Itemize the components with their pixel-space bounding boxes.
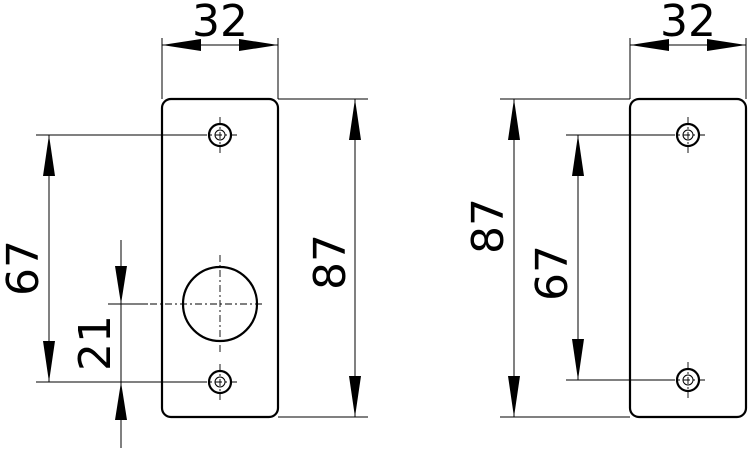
right-hole-spacing-dimension: 67 [527,134,674,381]
left-top-screw-hole [200,117,240,153]
right-height-dimension: 87 [463,98,630,418]
left-height-dimension: 87 [278,98,368,418]
left-width-dimension: 32 [161,0,279,99]
right-width-dimension: 32 [629,0,747,99]
right-hole-spacing-label: 67 [527,245,578,301]
right-top-screw-hole [668,117,708,153]
right-view: 32 87 67 [463,0,748,419]
left-hole-spacing-label: 67 [0,240,49,296]
right-width-label: 32 [660,0,716,47]
right-bottom-screw-hole [668,362,708,398]
left-width-label: 32 [192,0,248,47]
left-center-offset-label: 21 [70,315,121,371]
left-center-offset-dimension: 21 [70,240,206,448]
right-height-label: 87 [463,198,514,254]
left-bottom-screw-hole [200,364,240,400]
right-plate-outline [628,97,748,419]
left-height-label: 87 [305,234,356,290]
left-view: 32 87 67 21 [0,0,368,448]
left-plate-outline [160,97,280,419]
left-cylinder-opening [120,255,262,352]
